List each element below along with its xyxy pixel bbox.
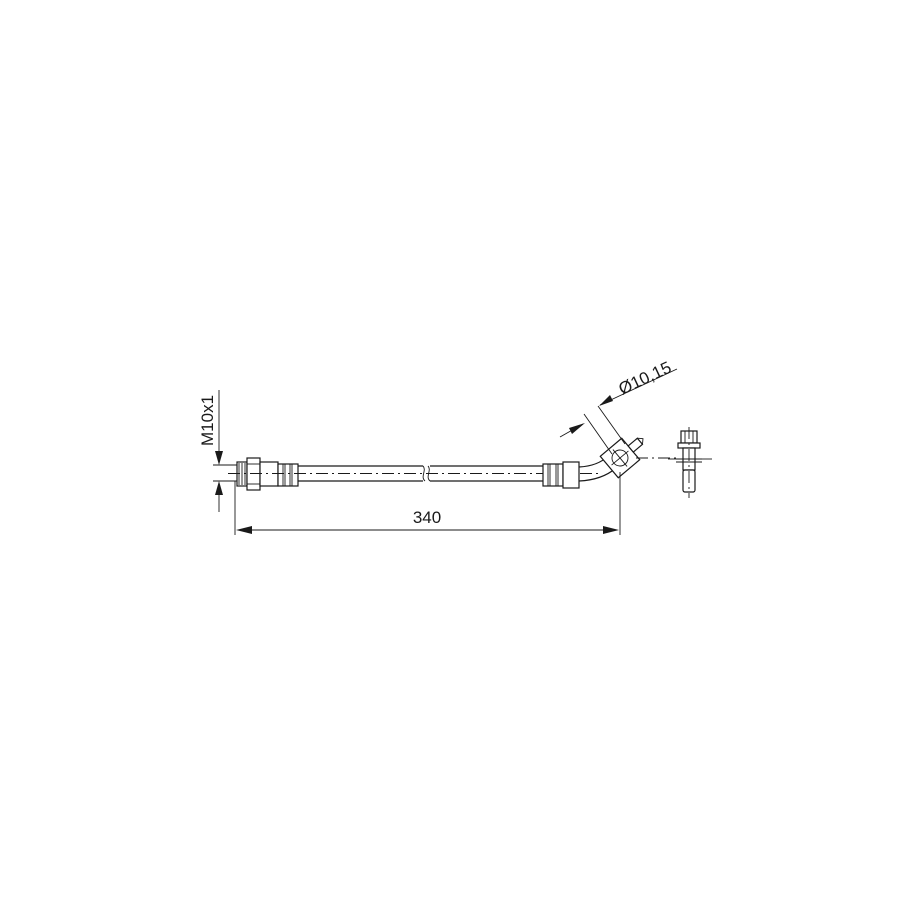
thread-label: M10x1 <box>198 395 217 446</box>
length-dimension: 340 <box>234 472 621 535</box>
diameter-label: Ø10,15 <box>616 358 675 399</box>
banjo-bolt <box>668 427 712 498</box>
right-fitting <box>542 455 617 489</box>
length-label: 340 <box>413 508 441 527</box>
banjo-fitting <box>599 437 644 479</box>
thread-dimension: M10x1 <box>198 390 223 512</box>
left-fitting <box>213 457 299 491</box>
hose-body <box>228 465 600 482</box>
diameter-dimension: Ø10,15 <box>559 358 678 455</box>
